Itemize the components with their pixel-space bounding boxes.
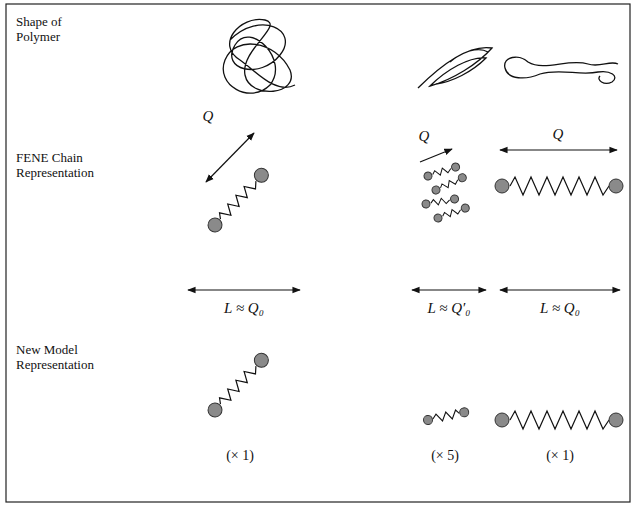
vector-label: Q <box>553 126 564 143</box>
multiplier-label: (× 1) <box>546 448 574 464</box>
fene-chains <box>205 133 623 235</box>
length-label: L ≈ Q₀ <box>224 300 264 317</box>
length-arrows <box>188 289 620 290</box>
row-label: New Model Representation <box>16 342 104 372</box>
multiplier-label: (× 5) <box>431 448 459 464</box>
vector-label: Q <box>203 108 214 125</box>
length-label: L ≈ Q₀ <box>540 300 580 317</box>
polymer-shapes <box>223 19 618 93</box>
frame <box>6 4 630 502</box>
length-label: L ≈ Q′₀ <box>427 300 470 317</box>
row-label: FENE Chain Representation <box>16 150 104 180</box>
multiplier-label: (× 1) <box>226 448 254 464</box>
new-model-springs <box>205 350 623 429</box>
vector-label: Q <box>419 128 430 145</box>
row-label: Shape of Polymer <box>16 14 104 44</box>
